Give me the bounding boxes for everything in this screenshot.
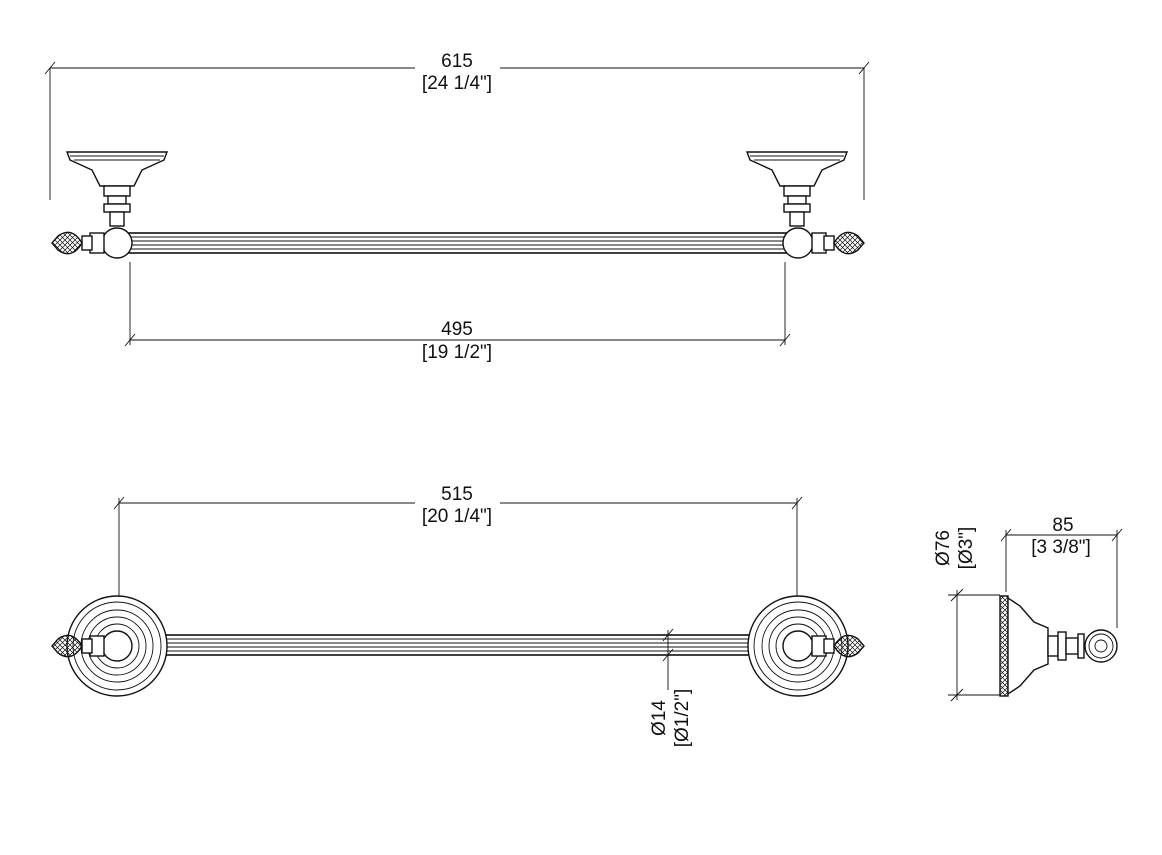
flange-diameter-mm: Ø76 [933,530,954,566]
right-post-front [745,151,865,259]
bar-length-dimension: 495 [19 1/2"] [124,262,791,363]
rod-diameter-dimension: Ø14 [Ø1/2"] [649,628,693,748]
side-profile [999,595,1118,697]
overall-length-mm: 615 [441,51,473,72]
overall-length-inch: [24 1/4"] [422,73,492,94]
projection-mm: 85 [1052,515,1073,536]
right-flange-top [747,595,865,697]
projection-inch: [3 3/8"] [1031,537,1091,558]
overall-length-dimension: 615 [24 1/4"] [44,51,870,200]
center-distance-dimension: 515 [20 1/4"] [113,484,803,612]
center-distance-mm: 515 [441,484,473,505]
front-view: 615 [24 1/4"] [44,51,870,363]
towel-bar-rod-top [139,634,773,656]
bar-length-inch: [19 1/2"] [422,342,492,363]
left-flange-top [51,595,168,697]
top-view: 515 [20 1/4"] [51,484,865,748]
side-view: Ø76 [Ø3"] 85 [3 3/8"] [933,515,1123,702]
rod-diameter-inch: [Ø1/2"] [672,689,693,748]
rod-diameter-mm: Ø14 [649,700,670,736]
center-distance-inch: [20 1/4"] [422,506,492,527]
left-post-front [51,151,169,259]
towel-bar-rod [127,232,791,254]
bar-length-mm: 495 [441,319,473,340]
flange-diameter-dimension: Ø76 [Ø3"] [933,527,1000,702]
projection-dimension: 85 [3 3/8"] [1000,515,1123,628]
flange-diameter-inch: [Ø3"] [956,527,977,570]
